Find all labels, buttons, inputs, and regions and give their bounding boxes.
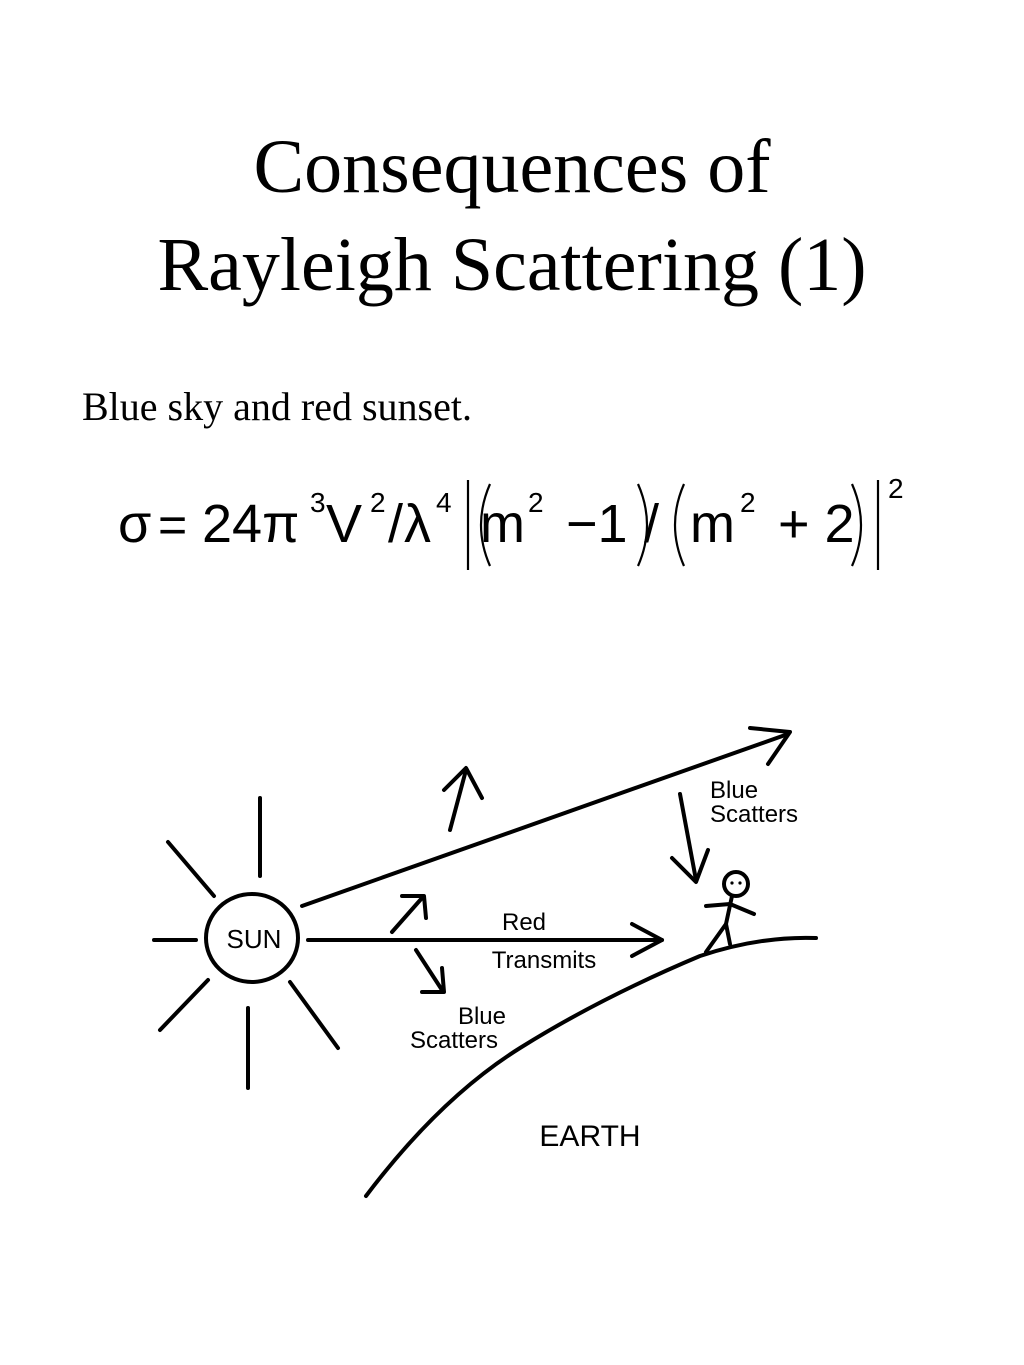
person-head bbox=[722, 870, 750, 898]
sun-ray bbox=[288, 980, 340, 1050]
up-right-scatter-arrowhead bbox=[400, 894, 428, 920]
formula-m-second-exponent: 2 bbox=[740, 487, 756, 518]
sun-label: SUN bbox=[227, 924, 282, 954]
earth-label: EARTH bbox=[539, 1120, 640, 1153]
up-scatter-arrow bbox=[448, 768, 468, 832]
formula-volume: V bbox=[326, 494, 362, 554]
scatter-path-arrow bbox=[300, 732, 790, 908]
formula-equals: = bbox=[158, 497, 187, 553]
formula-lambda-exponent: 4 bbox=[436, 487, 452, 518]
scatter-path-arrowhead bbox=[748, 726, 792, 766]
sun-ray bbox=[158, 978, 210, 1032]
down-to-person-arrowhead bbox=[670, 848, 710, 884]
slide-subtitle: Blue sky and red sunset. bbox=[82, 384, 472, 429]
earth-horizon bbox=[364, 935, 818, 1198]
person-eye bbox=[730, 881, 734, 885]
paren-open-2 bbox=[673, 483, 686, 567]
formula-minus-one: −1 bbox=[566, 494, 628, 554]
sun-ray bbox=[166, 840, 216, 898]
formula-slash: / bbox=[388, 494, 403, 554]
sun-circle bbox=[204, 892, 300, 984]
title-line-1: Consequences of bbox=[253, 125, 771, 209]
paren-close-1 bbox=[636, 483, 649, 567]
rayleigh-formula: σ = 24π 3 V 2 / λ 4 m 2 −1 / m 2 + 2 2 bbox=[118, 473, 904, 570]
formula-sigma: σ bbox=[118, 494, 151, 554]
formula-m-first: m bbox=[480, 494, 525, 554]
down-to-person-arrow bbox=[678, 792, 698, 882]
person-body bbox=[724, 894, 734, 926]
slide-title: Consequences of Rayleigh Scattering (1) bbox=[0, 118, 1024, 314]
red-label: Red bbox=[502, 909, 546, 936]
transmits-label: Transmits bbox=[492, 947, 596, 974]
formula-coefficient: 24π bbox=[202, 494, 299, 554]
title-line-2: Rayleigh Scattering (1) bbox=[157, 223, 867, 307]
formula-m-second: m bbox=[690, 494, 735, 554]
person-legs bbox=[704, 922, 732, 954]
formula-m-first-exponent: 2 bbox=[528, 487, 544, 518]
formula-pi-exponent: 3 bbox=[310, 487, 326, 518]
up-right-scatter-arrow bbox=[390, 896, 424, 934]
formula-plus-two: + 2 bbox=[778, 494, 855, 554]
formula-lambda: λ bbox=[404, 494, 431, 554]
down-scatter-arrow bbox=[414, 948, 444, 992]
scattering-diagram: SUN Red Transmits Blue Scatters Blue Sca… bbox=[152, 726, 818, 1198]
person-arms bbox=[704, 902, 756, 916]
up-scatter-arrowhead bbox=[442, 766, 484, 800]
paren-open-1 bbox=[479, 483, 492, 567]
formula-slash-2: / bbox=[644, 494, 659, 554]
scatters-label-upper: Scatters bbox=[710, 801, 798, 828]
formula-outer-exponent: 2 bbox=[888, 473, 904, 504]
down-scatter-arrowhead bbox=[420, 966, 446, 994]
blue-label-lower: Blue bbox=[458, 1003, 506, 1030]
formula-volume-exponent: 2 bbox=[370, 487, 386, 518]
blue-label-upper: Blue bbox=[710, 777, 758, 804]
person-eye bbox=[738, 881, 742, 885]
red-transmits-arrowhead bbox=[630, 922, 664, 958]
scatters-label-lower: Scatters bbox=[410, 1027, 498, 1054]
paren-close-2 bbox=[850, 483, 863, 567]
